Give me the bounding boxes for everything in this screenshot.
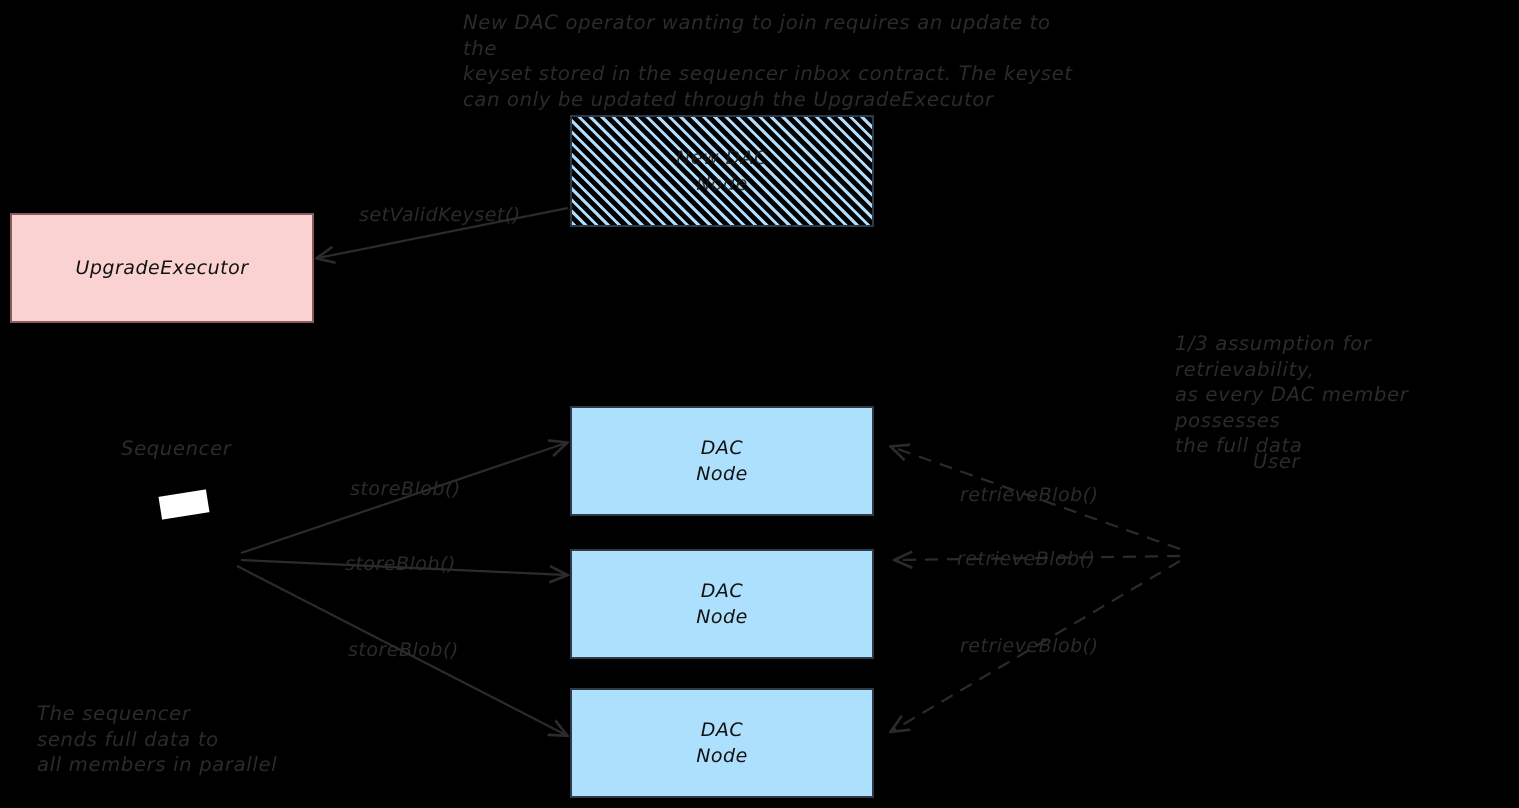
edge-set-valid-keyset: [318, 206, 569, 258]
edge-label-set-valid-keyset: setValidKeyset(): [359, 204, 521, 226]
actor-user-label: User: [1253, 450, 1301, 473]
node-dac-node-2-label: DAC Node: [696, 580, 748, 628]
edge-retrieve-blob-1: [892, 447, 1181, 551]
node-upgrade-executor[interactable]: UpgradeExecutor: [10, 213, 314, 323]
edge-retrieve-blob-2: [896, 556, 1181, 560]
node-dac-node-1-label: DAC Node: [696, 437, 748, 485]
node-upgrade-executor-label: UpgradeExecutor: [75, 257, 249, 279]
edge-label-retrieve-blob-3: retrieveBlob(): [960, 635, 1099, 657]
edge-label-store-blob-3: storeBlob(): [348, 639, 459, 661]
node-dac-node-2[interactable]: DAC Node: [570, 549, 874, 659]
note-parallel: The sequencer sends full data to all mem…: [37, 702, 278, 776]
note-retrievability: 1/3 assumption for retrievability, as ev…: [1175, 332, 1409, 457]
edge-label-retrieve-blob-2: retrieveBlob(): [957, 548, 1096, 570]
edge-store-blob-2: [240, 558, 566, 575]
edge-label-retrieve-blob-1: retrieveBlob(): [960, 484, 1099, 506]
node-dac-node-3-label: DAC Node: [696, 719, 748, 767]
edge-store-blob-1: [240, 443, 566, 555]
edge-label-store-blob-2: storeBlob(): [345, 553, 456, 575]
edge-label-store-blob-1: storeBlob(): [350, 478, 461, 500]
note-keyset: New DAC operator wanting to join require…: [463, 11, 1073, 111]
actor-sequencer-label: Sequencer: [121, 437, 232, 460]
node-new-dac-node[interactable]: New DAC Node: [570, 115, 874, 227]
node-dac-node-3[interactable]: DAC Node: [570, 688, 874, 798]
node-dac-node-1[interactable]: DAC Node: [570, 406, 874, 516]
edge-store-blob-3: [236, 565, 566, 735]
edge-retrieve-blob-3: [892, 560, 1181, 731]
node-new-dac-node-label: New DAC Node: [676, 147, 768, 195]
